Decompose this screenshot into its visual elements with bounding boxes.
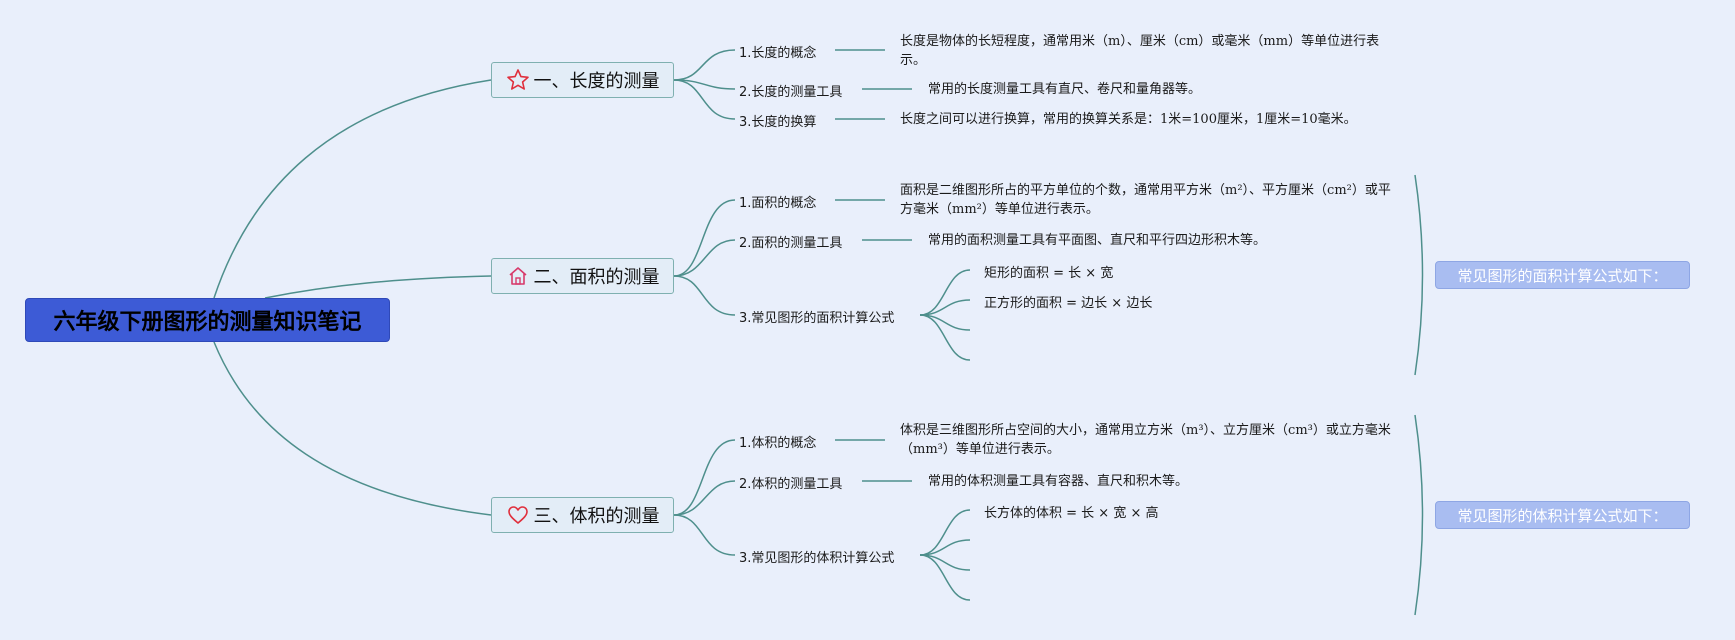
item-label[interactable]: 2.体积的测量工具 — [739, 477, 843, 492]
item-label[interactable]: 2.长度的测量工具 — [739, 85, 843, 100]
item-label[interactable]: 1.长度的概念 — [739, 46, 817, 61]
branch-title: 三、体积的测量 — [533, 506, 660, 527]
connector-root-branch3 — [213, 341, 492, 516]
connector-b3-i2 — [673, 480, 736, 516]
item-label[interactable]: 2.面积的测量工具 — [739, 236, 843, 251]
connector-b3-f2 — [919, 539, 971, 556]
summary-area-formulas[interactable]: 常见图形的面积计算公式如下： — [1435, 261, 1690, 289]
item-label[interactable]: 3.常见图形的体积计算公式 — [739, 551, 895, 566]
item-label[interactable]: 3.长度的换算 — [739, 115, 817, 130]
connector-root-branch1 — [213, 79, 492, 299]
connector-b2-f2 — [919, 299, 971, 316]
connector-b2-f1 — [919, 269, 971, 316]
summary-brace-area — [1414, 174, 1424, 376]
connector-b2-i2 — [673, 239, 736, 277]
item-description: 体积是三维图形所占空间的大小，通常用立方米（m³）、立方厘米（cm³）或立方毫米… — [900, 423, 1391, 457]
item-description: 长度之间可以进行换算，常用的换算关系是：1米=100厘米，1厘米=10毫米。 — [900, 112, 1357, 127]
connector-root-branch2 — [264, 275, 492, 299]
summary-brace-volume — [1414, 414, 1424, 616]
heart-icon — [506, 503, 530, 527]
connector-b1-i3 — [673, 79, 736, 120]
branch-volume[interactable]: 三、体积的测量 — [491, 497, 674, 533]
branch-area[interactable]: 二、面积的测量 — [491, 258, 674, 294]
connector-b1-i1 — [673, 49, 736, 81]
root-title: 六年级下册图形的测量知识笔记 — [53, 310, 362, 335]
formula-text: 正方形的面积 = 边长 × 边长 — [984, 296, 1153, 311]
connector-b3-i3 — [673, 514, 736, 556]
formula-text: 长方体的体积 = 长 × 宽 × 高 — [984, 506, 1159, 521]
branch-length[interactable]: 一、长度的测量 — [491, 62, 674, 98]
branch-title: 二、面积的测量 — [533, 267, 660, 288]
item-label[interactable]: 1.面积的概念 — [739, 196, 817, 211]
connector-b3-f1 — [919, 509, 971, 556]
item-description: 长度是物体的长短程度，通常用米（m）、厘米（cm）或毫米（mm）等单位进行表示。 — [900, 34, 1380, 68]
summary-volume-formulas[interactable]: 常见图形的体积计算公式如下： — [1435, 501, 1690, 529]
connector-b2-i3 — [673, 275, 736, 316]
summary-text: 常见图形的体积计算公式如下： — [1457, 506, 1668, 525]
branch-title: 一、长度的测量 — [533, 71, 660, 92]
formula-text: 矩形的面积 = 长 × 宽 — [984, 266, 1114, 281]
connector-b2-i1 — [673, 199, 736, 277]
summary-text: 常见图形的面积计算公式如下： — [1457, 266, 1668, 285]
connector-b3-f4 — [919, 554, 971, 601]
item-description: 面积是二维图形所占的平方单位的个数，通常用平方米（m²）、平方厘米（cm²）或平… — [900, 183, 1391, 217]
item-description: 常用的面积测量工具有平面图、直尺和平行四边形积木等。 — [928, 233, 1267, 248]
connector-b2-f4 — [919, 314, 971, 361]
star-icon — [506, 68, 530, 92]
item-description: 常用的体积测量工具有容器、直尺和积木等。 — [928, 474, 1189, 489]
connector-b3-i1 — [673, 439, 736, 516]
home-icon — [506, 264, 530, 288]
root-topic[interactable]: 六年级下册图形的测量知识笔记 — [25, 298, 390, 342]
item-label[interactable]: 1.体积的概念 — [739, 436, 817, 451]
item-description: 常用的长度测量工具有直尺、卷尺和量角器等。 — [928, 82, 1202, 97]
item-label[interactable]: 3.常见图形的面积计算公式 — [739, 311, 895, 326]
